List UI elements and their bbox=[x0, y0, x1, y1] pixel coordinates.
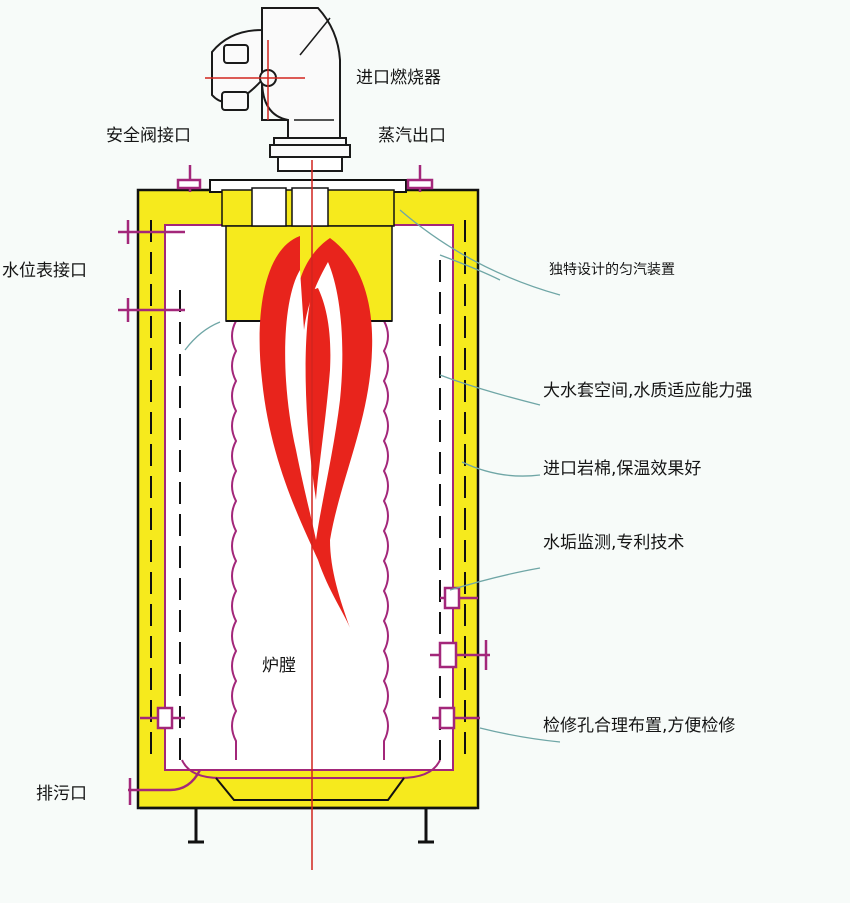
label-safety-valve: 安全阀接口 bbox=[106, 126, 191, 146]
label-furnace: 炉膛 bbox=[262, 656, 296, 676]
label-steam-device: 独特设计的匀汽装置 bbox=[549, 262, 675, 278]
burner-center-lines bbox=[205, 40, 305, 120]
jacket-lines bbox=[150, 220, 466, 760]
label-maintenance-hole: 检修孔合理布置,方便检修 bbox=[543, 716, 736, 736]
label-blowdown: 排污口 bbox=[36, 784, 87, 804]
pipe-connections bbox=[118, 165, 490, 805]
label-steam-outlet: 蒸汽出口 bbox=[378, 126, 446, 146]
label-rock-wool: 进口岩棉,保温效果好 bbox=[543, 459, 702, 479]
label-scale-monitor: 水垢监测,专利技术 bbox=[543, 533, 685, 553]
label-water-gauge: 水位表接口 bbox=[2, 261, 87, 281]
label-burner: 进口燃烧器 bbox=[356, 68, 441, 88]
leader-lines bbox=[184, 209, 561, 743]
burner bbox=[211, 7, 351, 172]
label-water-jacket: 大水套空间,水质适应能力强 bbox=[543, 381, 753, 401]
